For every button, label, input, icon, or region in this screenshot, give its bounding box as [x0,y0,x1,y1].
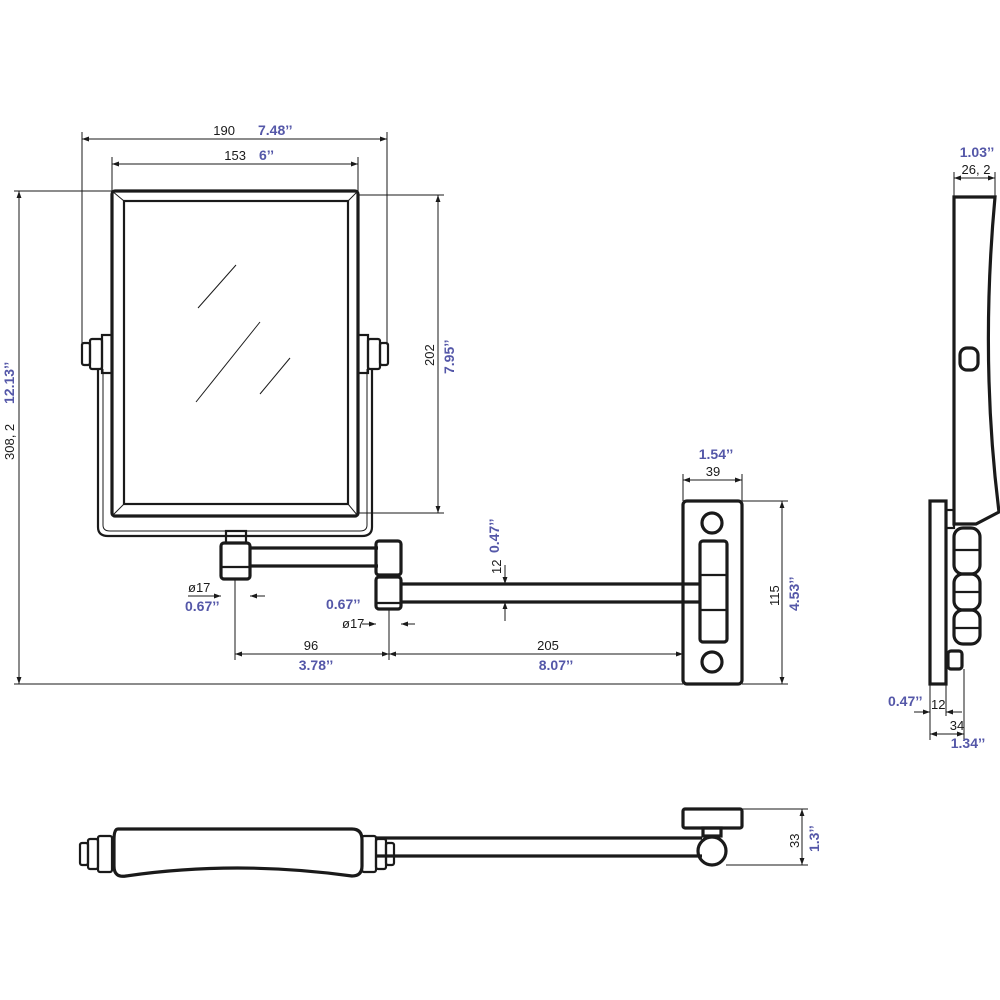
wall-plate [681,499,744,686]
dim-arm-short-mm: 96 [304,638,318,653]
dim-arm-long-mm: 205 [537,638,559,653]
top-mirror-profile [112,827,364,878]
dim-arm-thickness-mm: 12 [489,560,504,574]
arm-segment-2 [401,582,701,604]
dim-joint-middle-mm: ø17 [342,616,364,631]
dim-inner-width-mm: 153 [224,148,246,163]
dim-plate-height-in: 4.53’’ [786,576,802,611]
dim-plate-height-mm: 115 [767,585,782,606]
dim-side-total-in: 1.34’’ [951,735,986,751]
dim-arm-thickness-in: 0.47’’ [486,518,502,553]
dim-joint-left-in: 0.67’’ [185,598,220,614]
mirror-glass [122,199,350,506]
dim-side-depth-mm: 26, 2 [962,162,991,177]
dim-top-height-mm: 33 [787,834,802,848]
middle-joint [374,539,403,611]
dim-side-total-mm: 34 [950,718,964,733]
right-pivot-knob [356,333,390,375]
top-arm [376,836,702,858]
left-joint [219,541,252,581]
dim-side-plate-in: 0.47’’ [888,693,923,709]
dimension-lines-side [914,172,996,740]
side-view: 1.03’’ 26, 2 0.47’’ 12 34 1.34’’ [888,144,1000,751]
side-knob [958,346,980,372]
u-bracket [96,369,374,538]
dim-joint-middle-in: 0.67’’ [326,596,361,612]
dim-joint-left-mm: ø17 [188,580,210,595]
glass-reflection-lines [195,264,291,403]
top-left-knob [78,834,114,874]
dimension-lines-top [726,808,808,866]
top-view: 33 1.3’’ [78,807,822,878]
dim-total-height-in: 12.13’’ [1,362,17,404]
side-mirror-profile [952,195,1000,526]
dim-side-plate-mm: 12 [931,697,945,712]
dim-outer-width-mm: 190 [213,123,235,138]
dim-mirror-height-mm: 202 [422,344,437,366]
dim-arm-short-in: 3.78’’ [299,657,334,673]
frame-bevel-corners [111,190,359,517]
dimension-lines-front [14,132,788,685]
dim-side-depth-in: 1.03’’ [960,144,995,160]
side-wall-plate [928,499,948,686]
dim-total-height-mm: 308, 2 [2,424,17,460]
left-pivot-knob [80,333,114,375]
arm-segment-1 [250,546,378,568]
dim-outer-width-in: 7.48’’ [258,122,293,138]
dim-arm-long-in: 8.07’’ [539,657,574,673]
dim-mirror-height-in: 7.95’’ [441,339,457,374]
front-view: 190 7.48’’ 153 6’’ 308, 2 12.13’’ 202 7.… [1,122,802,686]
dim-plate-width-in: 1.54’’ [699,446,734,462]
dim-top-height-in: 1.3’’ [806,825,822,852]
dim-plate-width-mm: 39 [706,464,720,479]
top-right-knob [360,834,396,874]
dim-inner-width-in: 6’’ [259,147,274,163]
top-wall-mount [681,807,744,867]
